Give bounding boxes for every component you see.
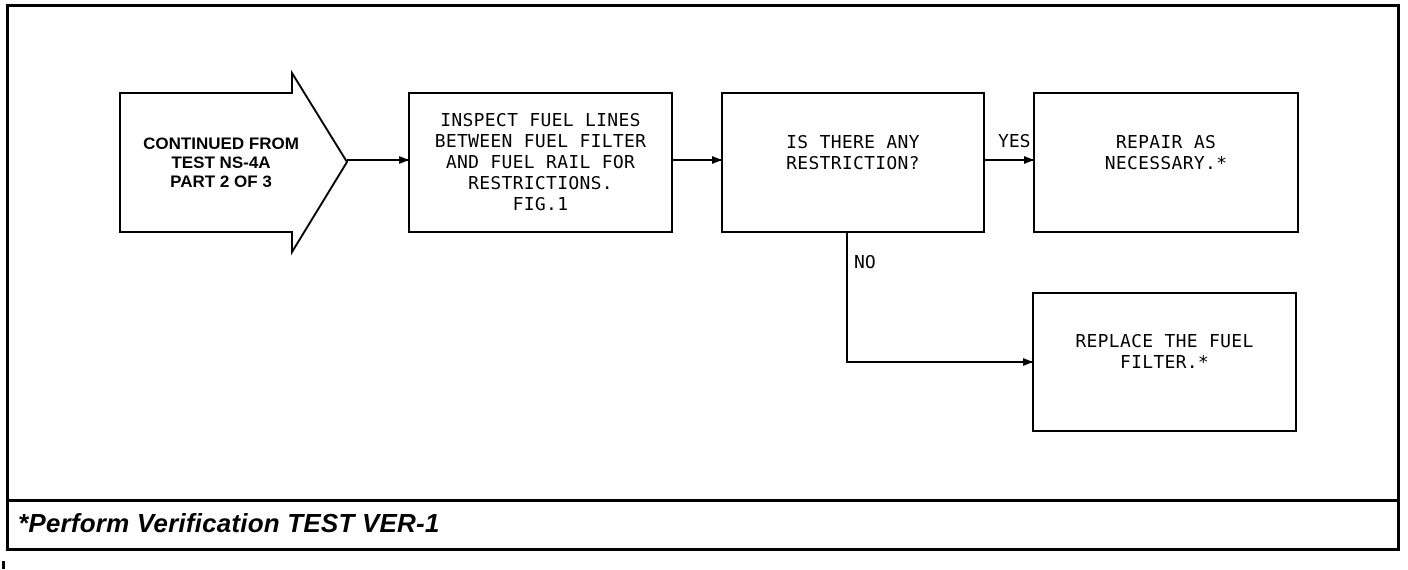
diagram-frame [6, 4, 1400, 551]
start-arrow-shape [119, 69, 349, 256]
corner-mark [2, 561, 5, 569]
replace-box [1032, 292, 1297, 432]
inspect-box [408, 92, 673, 233]
footer-divider [6, 499, 1400, 502]
connector-no-to-replace [846, 232, 1033, 366]
footer-note: *Perform Verification TEST VER-1 [18, 508, 440, 538]
decision-box [721, 92, 985, 233]
repair-step-text: REPAIR AS NECESSARY.* [1104, 132, 1228, 174]
repair-box [1033, 92, 1299, 233]
yes-label: YES [998, 131, 1031, 152]
replace-step-text: REPLACE THE FUEL FILTER.* [1075, 331, 1254, 373]
no-label: NO [854, 252, 876, 273]
inspect-step-text: INSPECT FUEL LINES BETWEEN FUEL FILTER A… [434, 110, 647, 215]
start-block-text: CONTINUED FROM TEST NS-4A PART 2 OF 3 [143, 134, 299, 191]
decision-step-text: IS THERE ANY RESTRICTION? [786, 132, 920, 174]
